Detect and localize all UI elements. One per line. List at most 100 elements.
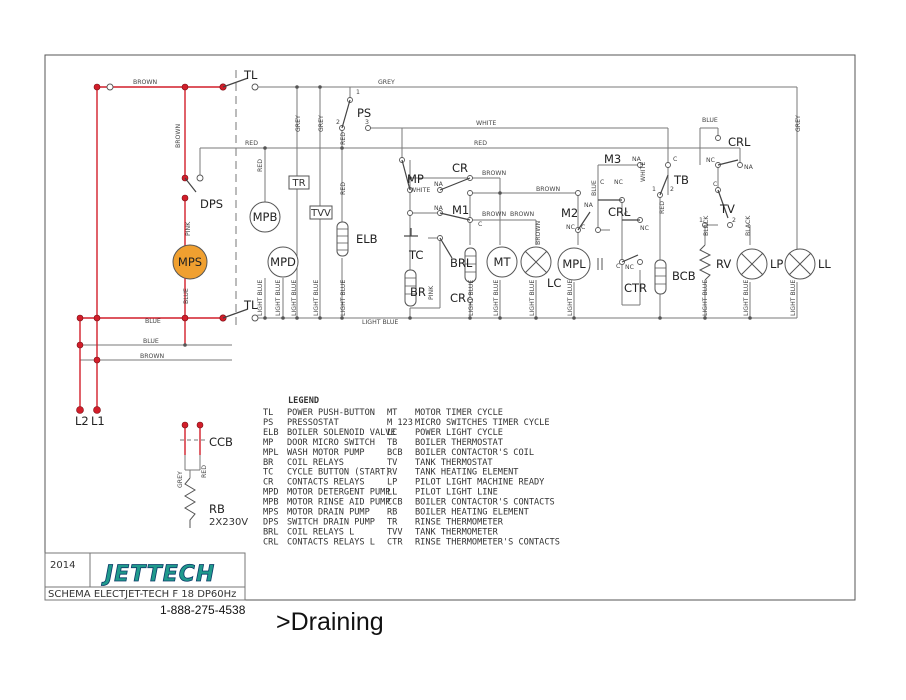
rb-rating: 2X230V	[209, 517, 248, 528]
l2-label: L2	[75, 414, 89, 428]
tl-label-bottom: TL	[243, 298, 258, 312]
legend-code: TB	[387, 438, 397, 448]
svg-text:BLUE: BLUE	[591, 180, 598, 196]
phone-number: 1-888-275-4538	[160, 603, 246, 617]
legend-description: MOTOR TIMER CYCLE	[415, 408, 503, 418]
mp-switch	[401, 159, 411, 191]
svg-text:LIGHT BLUE: LIGHT BLUE	[257, 280, 264, 316]
svg-text:2: 2	[336, 119, 340, 126]
legend-code: TR	[387, 517, 398, 527]
svg-text:BROWN: BROWN	[535, 220, 542, 245]
svg-text:BROWN: BROWN	[510, 211, 535, 218]
legend-code: M 123	[387, 418, 413, 428]
svg-text:LIGHT BLUE: LIGHT BLUE	[702, 280, 709, 316]
legend-code: LP	[387, 478, 397, 488]
cr-label-top: CR	[452, 161, 468, 175]
tb-label: TB	[673, 173, 689, 187]
svg-text:BLUE: BLUE	[145, 318, 161, 325]
svg-text:NC: NC	[614, 179, 623, 186]
legend-description: CYCLE BUTTON (START)	[287, 468, 390, 478]
svg-text:WHITE: WHITE	[410, 187, 430, 194]
legend-code: MPS	[263, 508, 279, 518]
legend-description: COIL RELAYS L	[287, 527, 354, 537]
mpl-label: MPL	[562, 257, 586, 271]
svg-text:PINK: PINK	[428, 285, 435, 300]
lc-lamp	[520, 246, 552, 278]
legend-code: MPL	[263, 448, 279, 458]
legend-description: BOILER CONTACTOR'S COIL	[415, 448, 534, 458]
legend-description: MICRO SWITCHES TIMER CYCLE	[415, 418, 550, 428]
svg-text:BLUE: BLUE	[183, 288, 190, 304]
legend-description: CONTACTS RELAYS	[287, 478, 365, 488]
svg-text:RED: RED	[201, 465, 208, 478]
legend-code: ELB	[263, 428, 279, 438]
br-label: BR	[410, 285, 426, 299]
svg-text:BLACK: BLACK	[745, 215, 752, 236]
legend-description: DOOR MICRO SWITCH	[287, 438, 375, 448]
legend-code: CCB	[387, 498, 403, 508]
legend-description: TANK THERMOSTAT	[415, 458, 493, 468]
svg-text:LIGHT BLUE: LIGHT BLUE	[790, 280, 797, 316]
legend-code: RB	[387, 508, 397, 518]
legend-description: POWER LIGHT CYCLE	[415, 428, 503, 438]
legend-code: CTR	[387, 537, 403, 547]
svg-text:LIGHT BLUE: LIGHT BLUE	[743, 280, 750, 316]
title-year: 2014	[50, 560, 75, 571]
legend-code: BRL	[263, 527, 279, 537]
mpl-motor	[557, 247, 591, 281]
junctions	[183, 85, 752, 347]
svg-text:C: C	[600, 179, 604, 186]
legend-code: CRL	[263, 537, 279, 547]
lc-label: LC	[547, 276, 561, 290]
tv-label: TV	[719, 202, 735, 216]
bcb-label: BCB	[672, 269, 696, 283]
legend-description: BOILER CONTACTOR'S CONTACTS	[415, 498, 555, 508]
legend-description: RINSE THERMOMETER'S CONTACTS	[415, 537, 560, 547]
legend-code: MPB	[263, 498, 279, 508]
svg-text:BROWN: BROWN	[175, 123, 182, 148]
ctr-switch	[621, 254, 639, 263]
svg-text:NC: NC	[625, 264, 634, 271]
lp-label: LP	[770, 257, 783, 271]
svg-text:GREY: GREY	[177, 471, 184, 488]
svg-text:NC: NC	[640, 225, 649, 232]
tl-label-top: TL	[243, 68, 258, 82]
svg-text:NA: NA	[434, 181, 444, 188]
svg-text:2: 2	[732, 217, 736, 224]
legend-code: MP	[263, 438, 273, 448]
legend-description: WASH MOTOR PUMP	[287, 448, 365, 458]
legend-code: MT	[387, 408, 397, 418]
diagram-frame	[44, 54, 856, 601]
svg-text:C: C	[624, 211, 628, 218]
legend-description: SWITCH DRAIN PUMP	[287, 517, 375, 527]
svg-text:GREY: GREY	[795, 115, 802, 132]
br-coil	[404, 269, 417, 307]
svg-text:GREY: GREY	[318, 115, 325, 132]
svg-text:LIGHT BLUE: LIGHT BLUE	[275, 280, 282, 316]
svg-text:C: C	[713, 181, 717, 188]
brl-coil	[464, 247, 477, 283]
title-block: 2014 JETTECH SCHEMA ELECTJET-TECH F 18 D…	[44, 552, 246, 601]
cr-switch	[439, 177, 471, 191]
crl-label-right: CRL	[728, 135, 751, 149]
ll-lamp	[784, 248, 816, 280]
legend-code: TL	[263, 408, 273, 418]
legend-description: PILOT LIGHT LINE	[415, 488, 498, 498]
svg-text:BROWN: BROWN	[482, 170, 507, 177]
ccb-label: CCB	[209, 435, 233, 449]
dps-label: DPS	[200, 197, 223, 211]
legend-description: BOILER THERMOSTAT	[415, 438, 503, 448]
elb-label: ELB	[356, 232, 378, 246]
legend-code: TV	[387, 458, 397, 468]
svg-text:LIGHT BLUE: LIGHT BLUE	[493, 280, 500, 316]
svg-text:BROWN: BROWN	[133, 79, 158, 86]
ps-switch	[341, 99, 351, 129]
m1-switch	[439, 212, 471, 221]
svg-text:C: C	[581, 224, 585, 231]
tvv-box	[309, 205, 333, 220]
mpl-capacitor	[597, 258, 603, 270]
brl-label: BRL	[450, 256, 473, 270]
svg-text:LIGHT BLUE: LIGHT BLUE	[340, 280, 347, 316]
m2-label: M2	[561, 206, 578, 220]
